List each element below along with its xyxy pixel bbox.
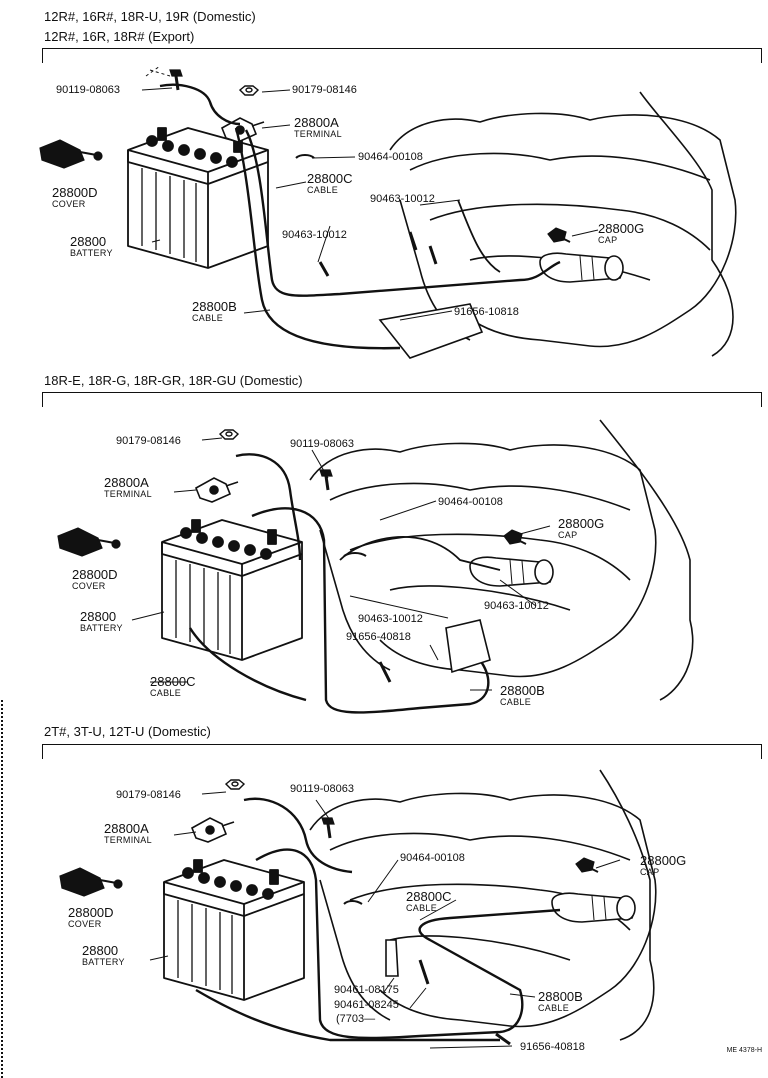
part-number: 90463-10012: [484, 600, 549, 612]
part-number: 90119-08063: [290, 438, 355, 450]
part-number: 28800G: [558, 516, 605, 531]
part-label-cover: 28800D COVER: [72, 568, 118, 591]
part-number: 90464-00108: [358, 151, 423, 163]
part-name: BATTERY: [80, 623, 123, 633]
part-number: 90463-10012: [282, 229, 347, 241]
part-number: 28800G: [640, 853, 687, 868]
part-label-cable-c: 28800C CABLE: [307, 172, 353, 195]
part-number: 90463-10012: [370, 193, 435, 205]
part-number: 28800A: [104, 475, 149, 490]
part-name: CABLE: [192, 313, 224, 323]
part-number: 91656-10818: [454, 306, 519, 318]
part-number: 90179-08146: [116, 789, 181, 801]
part-number: 28800: [82, 943, 119, 958]
part-label-cap: 28800G CAP: [640, 854, 686, 877]
part-name: TERMINAL: [294, 129, 342, 139]
part-name: BATTERY: [70, 248, 113, 258]
part-number: 28800G: [598, 221, 645, 236]
section3-art: [59, 769, 657, 1046]
part-number: 28800: [80, 609, 117, 624]
leader-lines: [131, 87, 621, 1049]
part-name: CAP: [558, 530, 578, 540]
part-name: BATTERY: [82, 957, 125, 967]
part-number: 28800C: [307, 171, 353, 186]
part-number: 28800A: [104, 821, 149, 836]
part-name: CABLE: [538, 1003, 570, 1013]
part-name: CABLE: [150, 688, 182, 698]
part-number: 28800: [70, 234, 107, 249]
part-name: CAP: [598, 235, 618, 245]
part-label-battery: 28800 BATTERY: [70, 235, 113, 258]
part-name: COVER: [52, 199, 86, 209]
part-number: 90463-10012: [358, 613, 423, 625]
part-number: 90179-08146: [292, 84, 357, 96]
part-name: CABLE: [406, 903, 438, 913]
section2-bracket: [42, 392, 762, 407]
part-number: 90119-08063: [56, 84, 121, 96]
part-number: 90464-00108: [400, 852, 465, 864]
part-number: 90119-08063: [290, 783, 355, 795]
part-number: 90461-08175: [334, 984, 399, 996]
part-number: 28800B: [192, 299, 237, 314]
part-number: 90179-08146: [116, 435, 181, 447]
part-name: COVER: [68, 919, 102, 929]
section2-title: 18R-E, 18R-G, 18R-GR, 18R-GU (Domestic): [44, 373, 303, 388]
part-label-cable-b: 28800B CABLE: [500, 684, 545, 707]
part-label-cover: 28800D COVER: [52, 186, 98, 209]
part-name: TERMINAL: [104, 835, 152, 845]
part-label-cable-b: 28800B CABLE: [538, 990, 583, 1013]
part-name: TERMINAL: [104, 489, 152, 499]
part-name: CABLE: [500, 697, 532, 707]
part-number: 28800B: [538, 989, 583, 1004]
part-label-terminal: 28800A TERMINAL: [104, 476, 152, 499]
section1-art: [39, 65, 737, 359]
part-label-cover: 28800D COVER: [68, 906, 114, 929]
part-label-terminal: 28800A TERMINAL: [104, 822, 152, 845]
part-label-cable-c: 28800C CABLE: [406, 890, 452, 913]
scan-edge: [1, 700, 3, 1078]
section3-bracket: [42, 744, 762, 759]
part-number: 28800A: [294, 115, 339, 130]
part-number: 28800C: [150, 674, 196, 689]
part-number: 90461-08245: [334, 999, 399, 1011]
part-number: 28800D: [68, 905, 114, 920]
section1-title: 12R#, 16R#, 18R-U, 19R (Domestic): [44, 9, 256, 24]
section1-subtitle: 12R#, 16R, 18R# (Export): [44, 29, 195, 44]
section1-bracket: [42, 48, 762, 63]
part-name: COVER: [72, 581, 106, 591]
part-number: 28800D: [72, 567, 118, 582]
part-note: (7703—: [336, 1013, 376, 1025]
part-number: 90464-00108: [438, 496, 503, 508]
part-label-battery: 28800 BATTERY: [82, 944, 125, 967]
part-number: 91656-40818: [346, 631, 411, 643]
part-number: 28800C: [406, 889, 452, 904]
part-number: 28800D: [52, 185, 98, 200]
section3-title: 2T#, 3T-U, 12T-U (Domestic): [44, 724, 211, 739]
part-label-cap: 28800G CAP: [558, 517, 604, 540]
part-number: 91656-40818: [520, 1041, 585, 1053]
part-label-cap: 28800G CAP: [598, 222, 644, 245]
part-name: CAP: [640, 867, 660, 877]
part-number: 28800B: [500, 683, 545, 698]
part-label-cable-c: 28800C CABLE: [150, 675, 196, 698]
section2-art: [57, 419, 694, 714]
part-label-terminal: 28800A TERMINAL: [294, 116, 342, 139]
diagram-code: ME 4378-H: [726, 1047, 762, 1054]
part-label-battery: 28800 BATTERY: [80, 610, 123, 633]
part-label-cable-b: 28800B CABLE: [192, 300, 237, 323]
part-name: CABLE: [307, 185, 339, 195]
